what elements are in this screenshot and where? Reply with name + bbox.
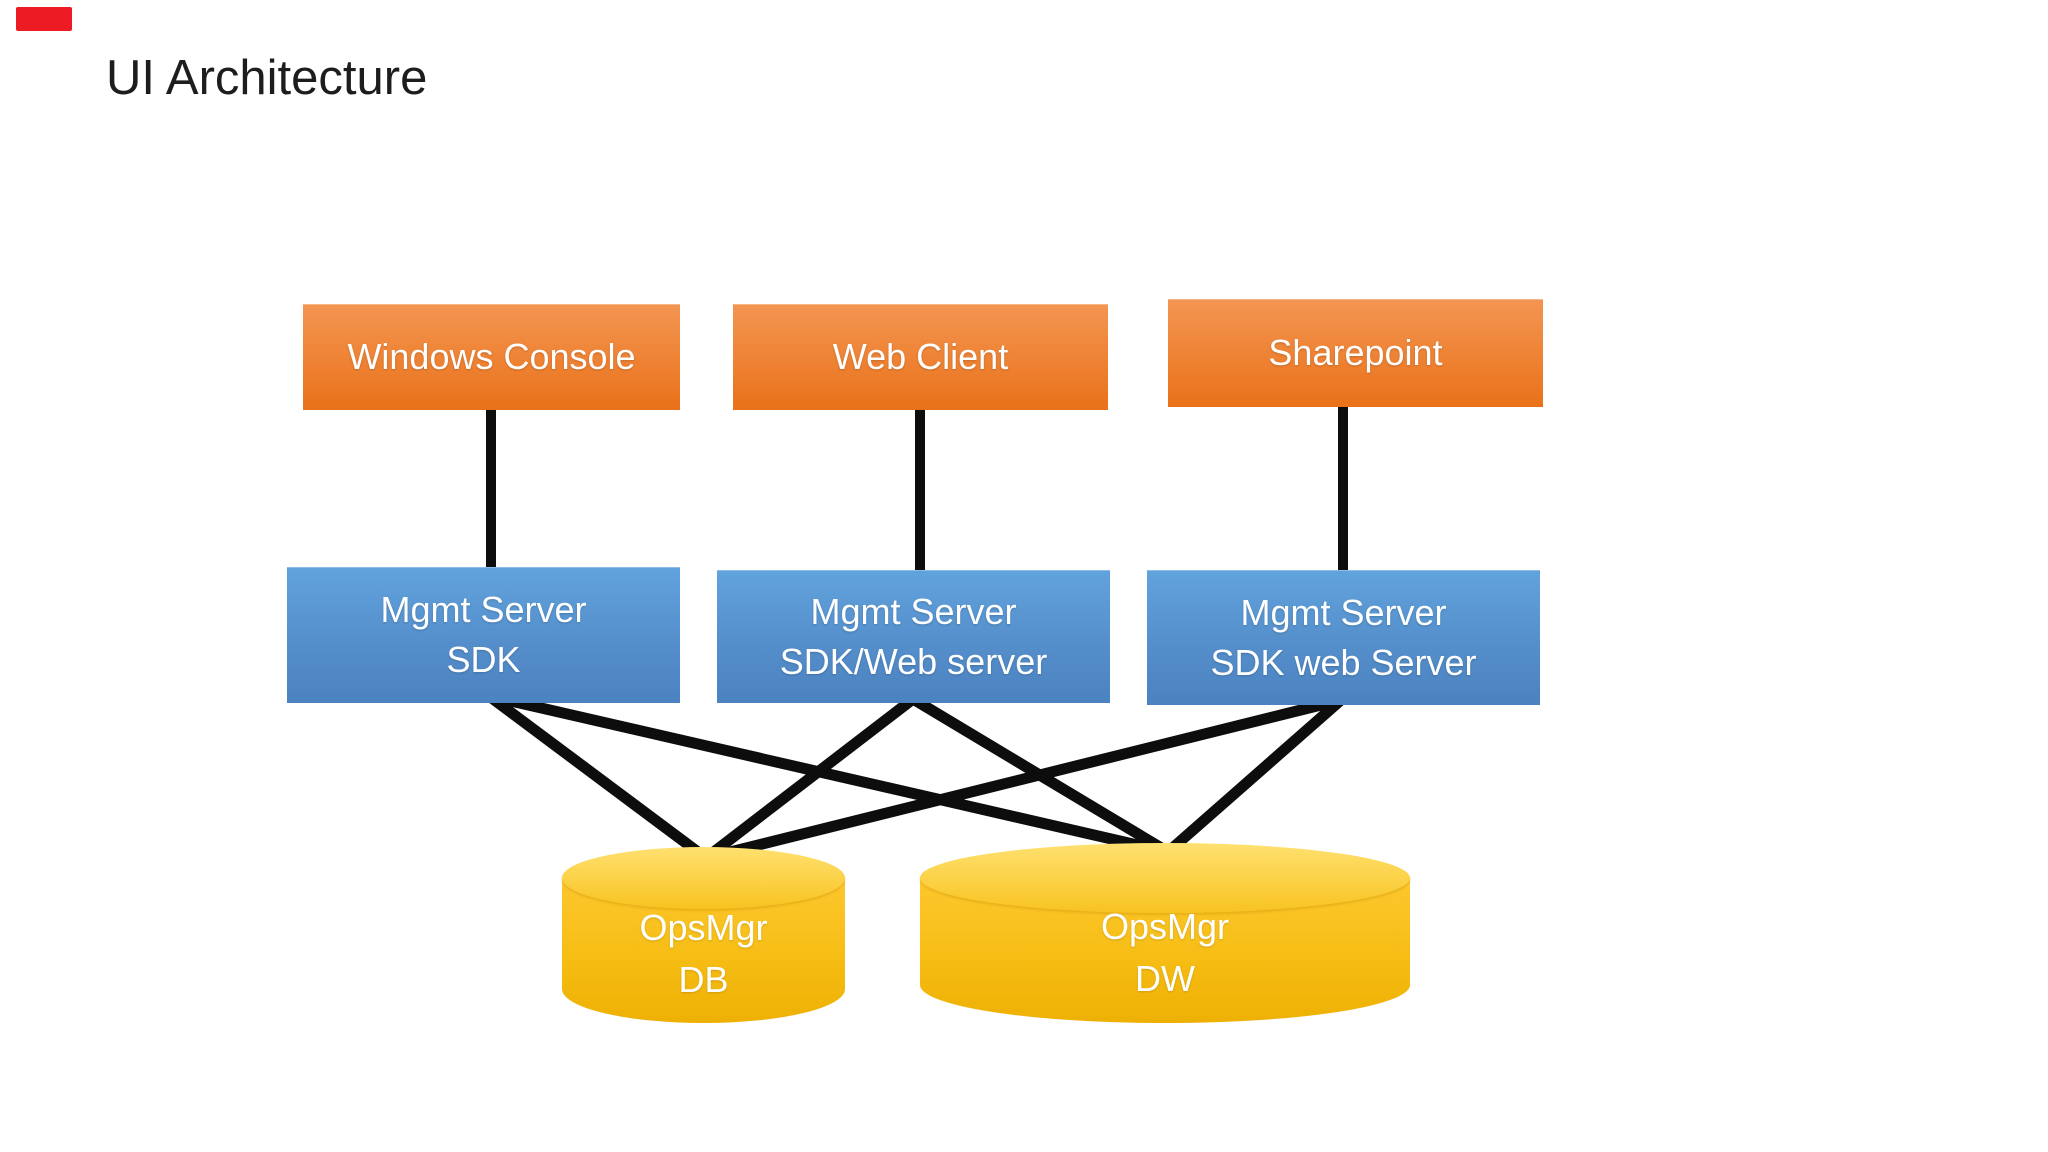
database-label-line1: OpsMgr [639, 907, 768, 948]
database-label-line2: DW [1135, 958, 1195, 999]
database-label-line1: OpsMgr [1100, 906, 1230, 947]
server-box-label-line1: Mgmt Server [810, 590, 1017, 632]
server-box-mgmt-sdk: Mgmt Server SDK [287, 567, 680, 703]
client-box-sharepoint: Sharepoint [1168, 299, 1543, 407]
database-cylinder-opsmgr-db: OpsMgr DB [562, 847, 845, 1023]
slide-title: UI Architecture [106, 51, 428, 105]
database-label-line2: DB [678, 959, 729, 1000]
server-box-label-line2: SDK/Web server [779, 640, 1048, 682]
server-box-label-line2: SDK web Server [1210, 641, 1477, 683]
server-box-label-line1: Mgmt Server [380, 589, 587, 630]
client-box-label: Sharepoint [1268, 332, 1443, 373]
database-label: OpsMgr DW [920, 901, 1410, 1005]
cylinder-top-ellipse [562, 847, 845, 909]
client-box-label: Web Client [832, 336, 1009, 377]
client-box-label: Windows Console [347, 336, 636, 377]
cylinder-top-ellipse [920, 843, 1410, 913]
client-box-web-client: Web Client [733, 304, 1108, 410]
client-box-windows-console: Windows Console [303, 304, 680, 410]
server-box-label-line1: Mgmt Server [1240, 591, 1447, 633]
database-cylinder-opsmgr-dw: OpsMgr DW [920, 843, 1410, 1023]
server-box-mgmt-sdk-web-2: Mgmt Server SDK web Server [1147, 570, 1540, 705]
database-label: OpsMgr DB [562, 902, 845, 1006]
server-box-label-line2: SDK [446, 639, 521, 680]
server-box-mgmt-sdk-web: Mgmt Server SDK/Web server [717, 570, 1110, 703]
recording-indicator-icon [16, 7, 72, 31]
